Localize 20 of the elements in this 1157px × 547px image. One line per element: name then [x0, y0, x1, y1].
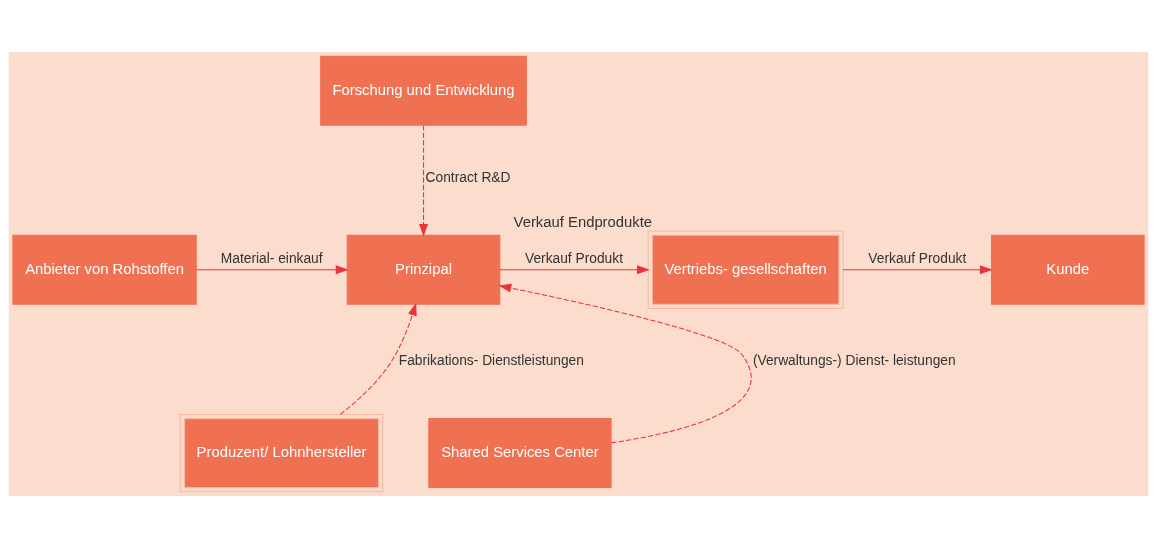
arrow	[195, 264, 349, 274]
arrow	[498, 283, 752, 443]
node-box: Vertriebs- gesellschaften	[647, 230, 844, 309]
node-box: Shared Services Center	[428, 417, 612, 488]
arrow	[419, 124, 428, 237]
arrow	[339, 302, 417, 415]
node-box: Produzent/ Lohnhersteller	[179, 413, 384, 492]
node-box: Prinzipal	[346, 234, 501, 305]
node-box: Kunde	[990, 234, 1145, 305]
edge-label: Contract R&D	[425, 169, 511, 185]
edge-label: Material- einkauf	[220, 250, 323, 266]
arrow	[499, 264, 650, 274]
edge-label: Verkauf Produkt	[868, 250, 967, 266]
edge-label: Fabrikations- Dienstleistungen	[398, 352, 584, 368]
edge-label: Verkauf Produkt	[525, 250, 623, 266]
node-box: Anbieter von Rohstoffen	[12, 234, 197, 305]
edge-label: (Verwaltungs-) Dienst- leistungen	[752, 352, 956, 368]
arrow	[842, 264, 993, 274]
node-label: Verkauf Endprodukte	[513, 213, 653, 230]
node-box: Forschung und Entwicklung	[320, 55, 527, 126]
